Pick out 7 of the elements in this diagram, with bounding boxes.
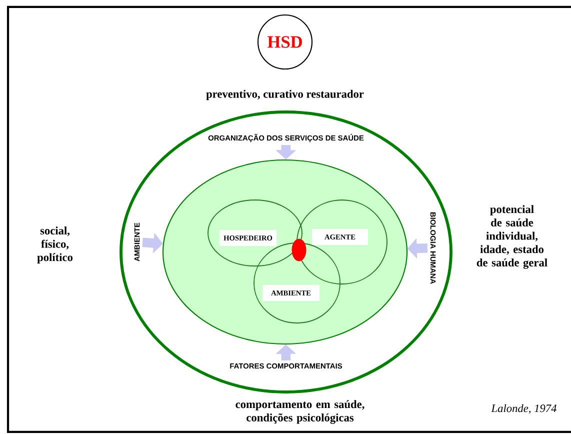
annotation: social, físico, político: [37, 226, 73, 264]
annotation: potencial de saúde individual, idade, estado de saúde geral: [476, 205, 548, 269]
inner-ellipse: [162, 159, 408, 345]
citation: Lalonde, 1974: [491, 404, 556, 414]
overlap-oval: [292, 238, 306, 262]
annotation: preventivo, curativo restaurador: [206, 90, 364, 100]
annotation: comportamento em saúde, condições psicológicas: [236, 400, 364, 424]
